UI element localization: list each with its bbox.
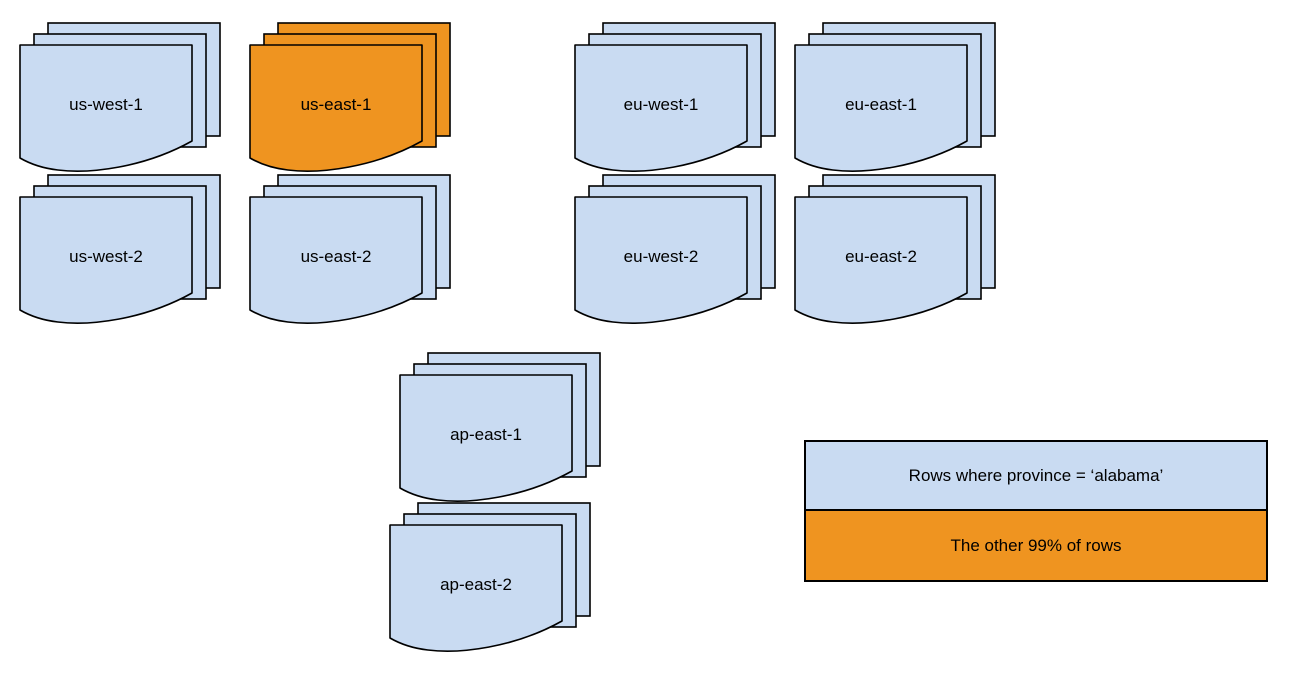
legend-row-alabama: Rows where province = ‘alabama’: [806, 442, 1266, 511]
document-card-front: [249, 196, 423, 324]
doc-stack-eu-east-2[interactable]: eu-east-2: [794, 174, 1005, 357]
doc-stack-us-east-2[interactable]: us-east-2: [249, 174, 460, 357]
document-card-front: [794, 44, 968, 172]
document-stack-shape: [249, 174, 451, 324]
document-stack-shape: [399, 352, 601, 502]
doc-stack-ap-east-1[interactable]: ap-east-1: [399, 352, 610, 535]
legend-label-alabama: Rows where province = ‘alabama’: [908, 465, 1164, 485]
legend-row-other: The other 99% of rows: [806, 511, 1266, 580]
document-stack-shape: [794, 22, 996, 172]
doc-stack-ap-east-2[interactable]: ap-east-2: [389, 502, 600, 685]
document-card-front: [794, 196, 968, 324]
document-stack-shape: [794, 174, 996, 324]
document-card-front: [19, 196, 193, 324]
legend-label-other: The other 99% of rows: [950, 535, 1122, 555]
document-card-front: [249, 44, 423, 172]
document-stack-shape: [574, 174, 776, 324]
document-stack-shape: [19, 174, 221, 324]
document-card-front: [389, 524, 563, 652]
doc-stack-us-west-2[interactable]: us-west-2: [19, 174, 230, 357]
document-card-front: [574, 196, 748, 324]
document-card-front: [574, 44, 748, 172]
document-card-front: [399, 374, 573, 502]
document-stack-shape: [19, 22, 221, 172]
legend: Rows where province = ‘alabama’ The othe…: [804, 440, 1268, 582]
document-card-front: [19, 44, 193, 172]
doc-stack-eu-west-2[interactable]: eu-west-2: [574, 174, 785, 357]
document-stack-shape: [249, 22, 451, 172]
document-stack-shape: [574, 22, 776, 172]
document-stack-shape: [389, 502, 591, 652]
